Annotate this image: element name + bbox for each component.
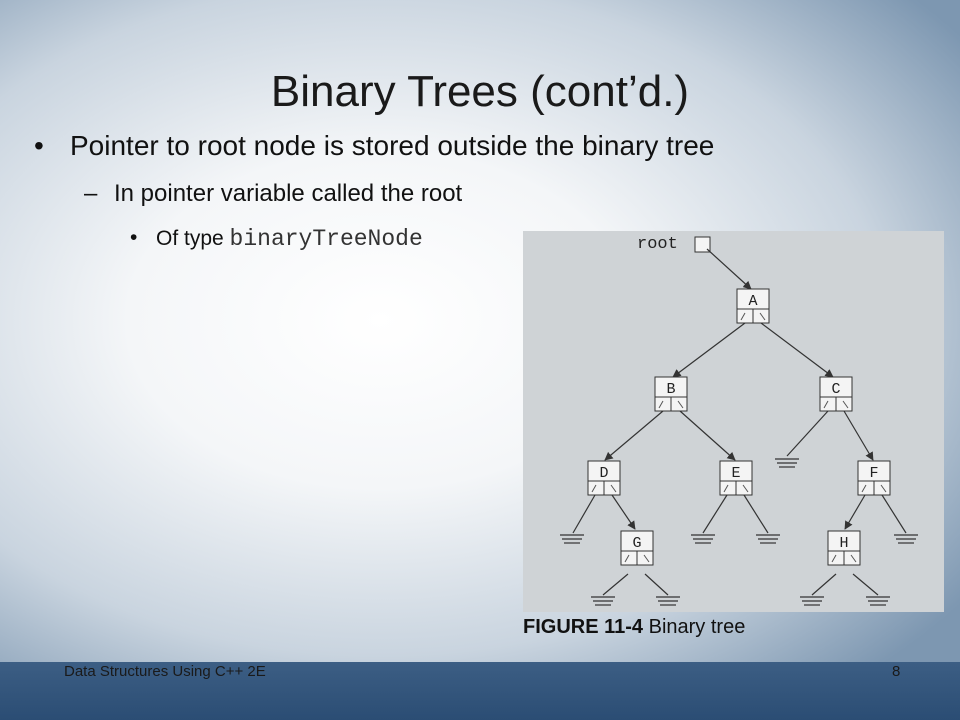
edge-D-null	[572, 494, 596, 534]
binary-tree-figure: root	[523, 231, 944, 612]
null-marker	[591, 596, 615, 606]
bullet-marker: •	[34, 130, 44, 161]
footer-band	[0, 662, 960, 720]
null-marker	[691, 534, 715, 544]
edge-H-null-right	[852, 573, 879, 596]
root-pointer-box	[694, 236, 711, 253]
node-label: H	[839, 535, 848, 552]
edge-F-null	[881, 494, 907, 534]
edge-B-E	[679, 410, 736, 461]
edge-H-null-left	[811, 573, 837, 596]
node-label: B	[666, 381, 675, 398]
edge-C-F	[843, 410, 874, 461]
slide-title: Binary Trees (cont’d.)	[270, 67, 690, 116]
tree-node-A: A	[736, 288, 770, 324]
tree-node-H: H	[827, 530, 861, 566]
edge-D-G	[611, 494, 636, 530]
tree-node-G: G	[620, 530, 654, 566]
tree-node-C: C	[819, 376, 853, 412]
edge-A-C	[760, 322, 834, 378]
tree-node-B: B	[654, 376, 688, 412]
bullet-dash: –	[84, 180, 98, 207]
bullet-text: Pointer to root node is stored outside t…	[70, 130, 715, 161]
tree-node-F: F	[857, 460, 891, 496]
node-label: F	[869, 465, 878, 482]
edge-root-A	[706, 248, 752, 290]
edge-E-null-left	[702, 494, 728, 534]
null-marker	[756, 534, 780, 544]
bullet-prefix: Of type	[156, 227, 230, 250]
null-marker	[656, 596, 680, 606]
node-label: D	[599, 465, 608, 482]
page-number: 8	[892, 663, 901, 680]
edge-B-D	[604, 410, 664, 461]
footer-book-title: Data Structures Using C++ 2E	[64, 663, 266, 680]
tree-node-E: E	[719, 460, 753, 496]
node-label: A	[748, 293, 757, 310]
edge-G-null-right	[644, 573, 669, 596]
edge-F-H	[844, 494, 866, 530]
null-marker	[775, 458, 799, 468]
figure-caption-text: Binary tree	[643, 616, 746, 638]
edge-C-null	[786, 410, 829, 457]
bullet-level-3: • Of type binaryTreeNode	[130, 226, 423, 252]
root-label: root	[637, 235, 678, 254]
null-marker	[894, 534, 918, 544]
bullet-level-2: – In pointer variable called the root	[84, 180, 462, 208]
null-marker	[560, 534, 584, 544]
edge-G-null-left	[602, 573, 629, 596]
node-label: G	[632, 535, 641, 552]
figure-caption: FIGURE 11-4 Binary tree	[523, 616, 745, 639]
bullet-marker: •	[130, 226, 138, 249]
node-label: E	[731, 465, 740, 482]
edge-E-null-right	[743, 494, 769, 534]
bullet-text: In pointer variable called the root	[114, 180, 463, 207]
node-label: C	[831, 381, 840, 398]
bullet-text: Of type binaryTreeNode	[156, 226, 423, 252]
null-marker	[866, 596, 890, 606]
figure-number: FIGURE 11-4	[523, 616, 644, 638]
code-type-name: binaryTreeNode	[229, 226, 423, 252]
tree-node-D: D	[587, 460, 621, 496]
null-marker	[800, 596, 824, 606]
edge-A-B	[672, 322, 746, 378]
